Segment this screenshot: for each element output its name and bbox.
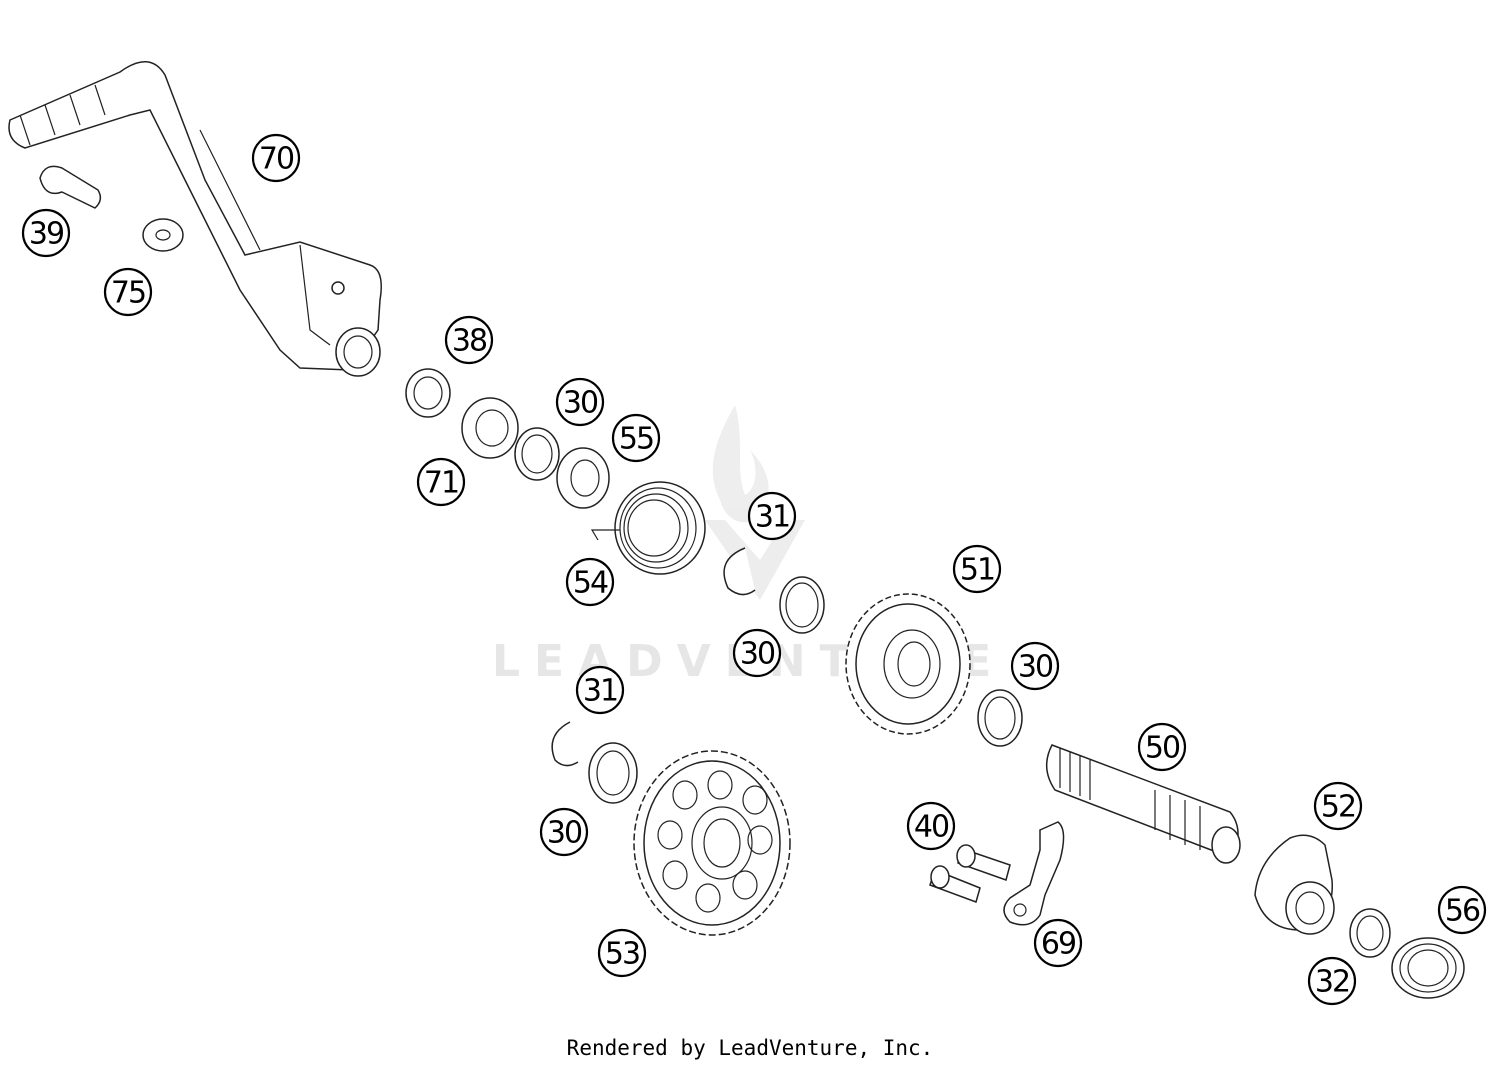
shaft-seals-part (405, 368, 610, 509)
kick-spring-part (590, 481, 706, 575)
callout-56: 56 (1437, 885, 1487, 935)
callout-50: 50 (1137, 722, 1187, 772)
callout-71: 71 (416, 457, 466, 507)
callout-32: 32 (1307, 956, 1357, 1006)
washer-30-mid-part (779, 576, 825, 634)
callout-31-b: 31 (575, 665, 625, 715)
svg-text:53: 53 (605, 937, 639, 972)
svg-text:71: 71 (424, 466, 458, 501)
kick-gear-53-part (633, 750, 791, 936)
svg-text:30: 30 (563, 386, 598, 421)
kickstarter-shaft-50-part (1046, 744, 1241, 864)
bracket-69-part (1003, 821, 1065, 926)
callout-30-b: 30 (732, 628, 782, 678)
callout-31-a: 31 (747, 491, 797, 541)
svg-text:38: 38 (452, 324, 487, 359)
svg-text:30: 30 (1018, 650, 1053, 685)
svg-text:40: 40 (914, 810, 949, 845)
svg-text:56: 56 (1445, 894, 1480, 929)
callout-55: 55 (611, 413, 661, 463)
svg-text:52: 52 (1321, 790, 1355, 825)
svg-text:30: 30 (740, 637, 775, 672)
callout-30-c: 30 (1010, 641, 1060, 691)
callout-40: 40 (906, 801, 956, 851)
callout-52: 52 (1313, 781, 1363, 831)
svg-text:39: 39 (29, 217, 63, 252)
callout-30-d: 30 (539, 807, 589, 857)
svg-text:31: 31 (583, 674, 617, 709)
circlip-31-lower-part (551, 721, 579, 767)
svg-text:54: 54 (573, 566, 608, 601)
svg-text:75: 75 (111, 276, 145, 311)
svg-text:55: 55 (619, 422, 653, 457)
bolts-40-part (929, 844, 1011, 903)
washer-75-part (142, 218, 184, 252)
footer-credit: Rendered by LeadVenture, Inc. (566, 1036, 934, 1060)
svg-text:31: 31 (755, 500, 789, 535)
callout-38: 38 (444, 315, 494, 365)
callout-53: 53 (597, 928, 647, 978)
svg-text:32: 32 (1315, 965, 1349, 1000)
spring-56-part (1391, 937, 1465, 999)
callout-30-a: 30 (555, 377, 605, 427)
bolt-39-part (39, 165, 102, 209)
svg-text:69: 69 (1041, 927, 1075, 962)
callout-70: 70 (251, 133, 301, 183)
callout-69: 69 (1033, 918, 1083, 968)
svg-text:50: 50 (1145, 731, 1180, 766)
svg-text:51: 51 (960, 553, 994, 588)
washer-32-part (1349, 908, 1391, 958)
svg-text:30: 30 (547, 816, 582, 851)
intermediate-gear-51-part (845, 593, 971, 735)
ratchet-52-part (1254, 834, 1335, 935)
circlip-31-upper-part (723, 547, 756, 596)
callout-75: 75 (103, 267, 153, 317)
callout-51: 51 (952, 544, 1002, 594)
kick-lever-part (8, 61, 382, 377)
callout-39: 39 (21, 208, 71, 258)
svg-text:70: 70 (259, 142, 294, 177)
washer-30-lower-part (588, 742, 638, 804)
callout-54: 54 (565, 557, 615, 607)
